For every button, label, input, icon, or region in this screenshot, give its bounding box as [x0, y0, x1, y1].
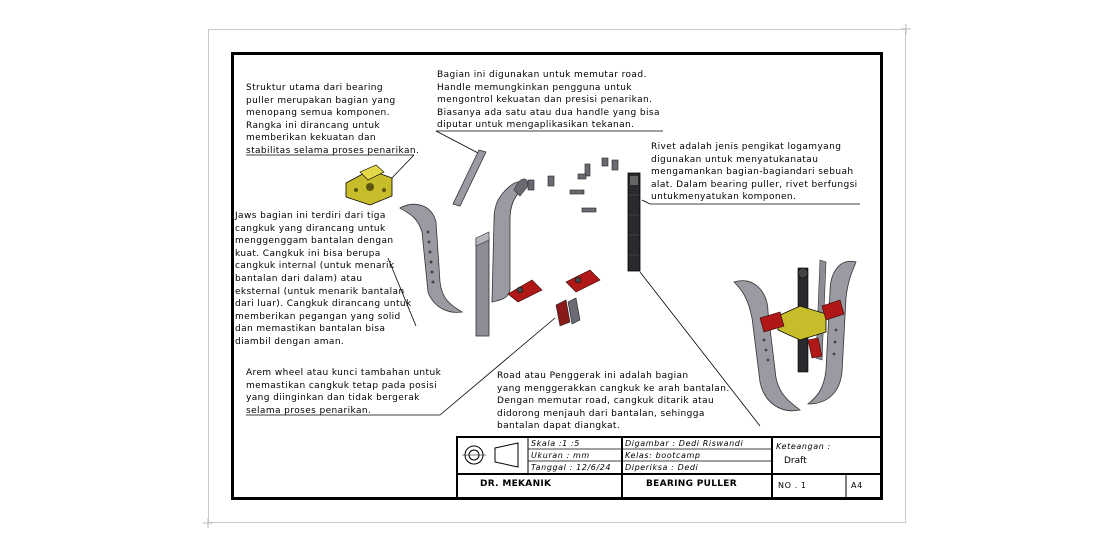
road-description: Road atau Penggerak ini adalah bagian ya…: [497, 371, 730, 432]
remarks-value: Draft: [784, 456, 807, 466]
jaw-part-1: [399, 204, 464, 313]
handle-part: [452, 149, 487, 207]
jaw-part-3: [491, 178, 529, 303]
sheet-corner-mark: [203, 24, 911, 528]
arem-wheel-parts: [555, 297, 581, 327]
remarks-label: Keteangan :: [776, 442, 831, 451]
drawing-number: NO . 1: [778, 481, 807, 490]
assembled-bearing-puller: [733, 259, 857, 412]
class-field: Kelas: bootcamp: [625, 451, 701, 460]
date-field: Tanggal : 12/6/24: [531, 463, 612, 472]
rivet-description: Rivet adalah jenis pengikat logamyang di…: [651, 142, 858, 203]
frame-part: [345, 164, 393, 206]
rivet-parts: [507, 269, 601, 303]
jaw-part-2: [475, 231, 490, 337]
paper-size: A4: [851, 481, 863, 490]
road-part: [627, 172, 641, 272]
projection-symbol-icon: [462, 442, 519, 468]
title-block-grid: [456, 436, 882, 499]
scale-field: Skala :1 :5: [531, 439, 580, 448]
arem-wheel-description: Arem wheel atau kunci tambahan untuk mem…: [246, 368, 442, 416]
drawing-sheet: [208, 29, 906, 523]
drawn-by-field: Digambar : Dedi Riswandi: [625, 439, 744, 448]
unit-field: Ukuran : mm: [531, 451, 590, 460]
frame-description: Struktur utama dari bearing puller merup…: [246, 83, 420, 156]
jaws-description: Jaws bagian ini terdiri dari tiga cangku…: [235, 211, 412, 347]
checked-by-field: Diperiksa : Dedi: [625, 463, 699, 472]
company-name: DR. MEKANIK: [480, 479, 552, 489]
handle-description: Bagian ini digunakan untuk memutar road.…: [437, 70, 660, 131]
bolt-parts: [527, 157, 619, 213]
leader-lines: [246, 130, 860, 427]
drawing-title: BEARING PULLER: [646, 479, 737, 489]
